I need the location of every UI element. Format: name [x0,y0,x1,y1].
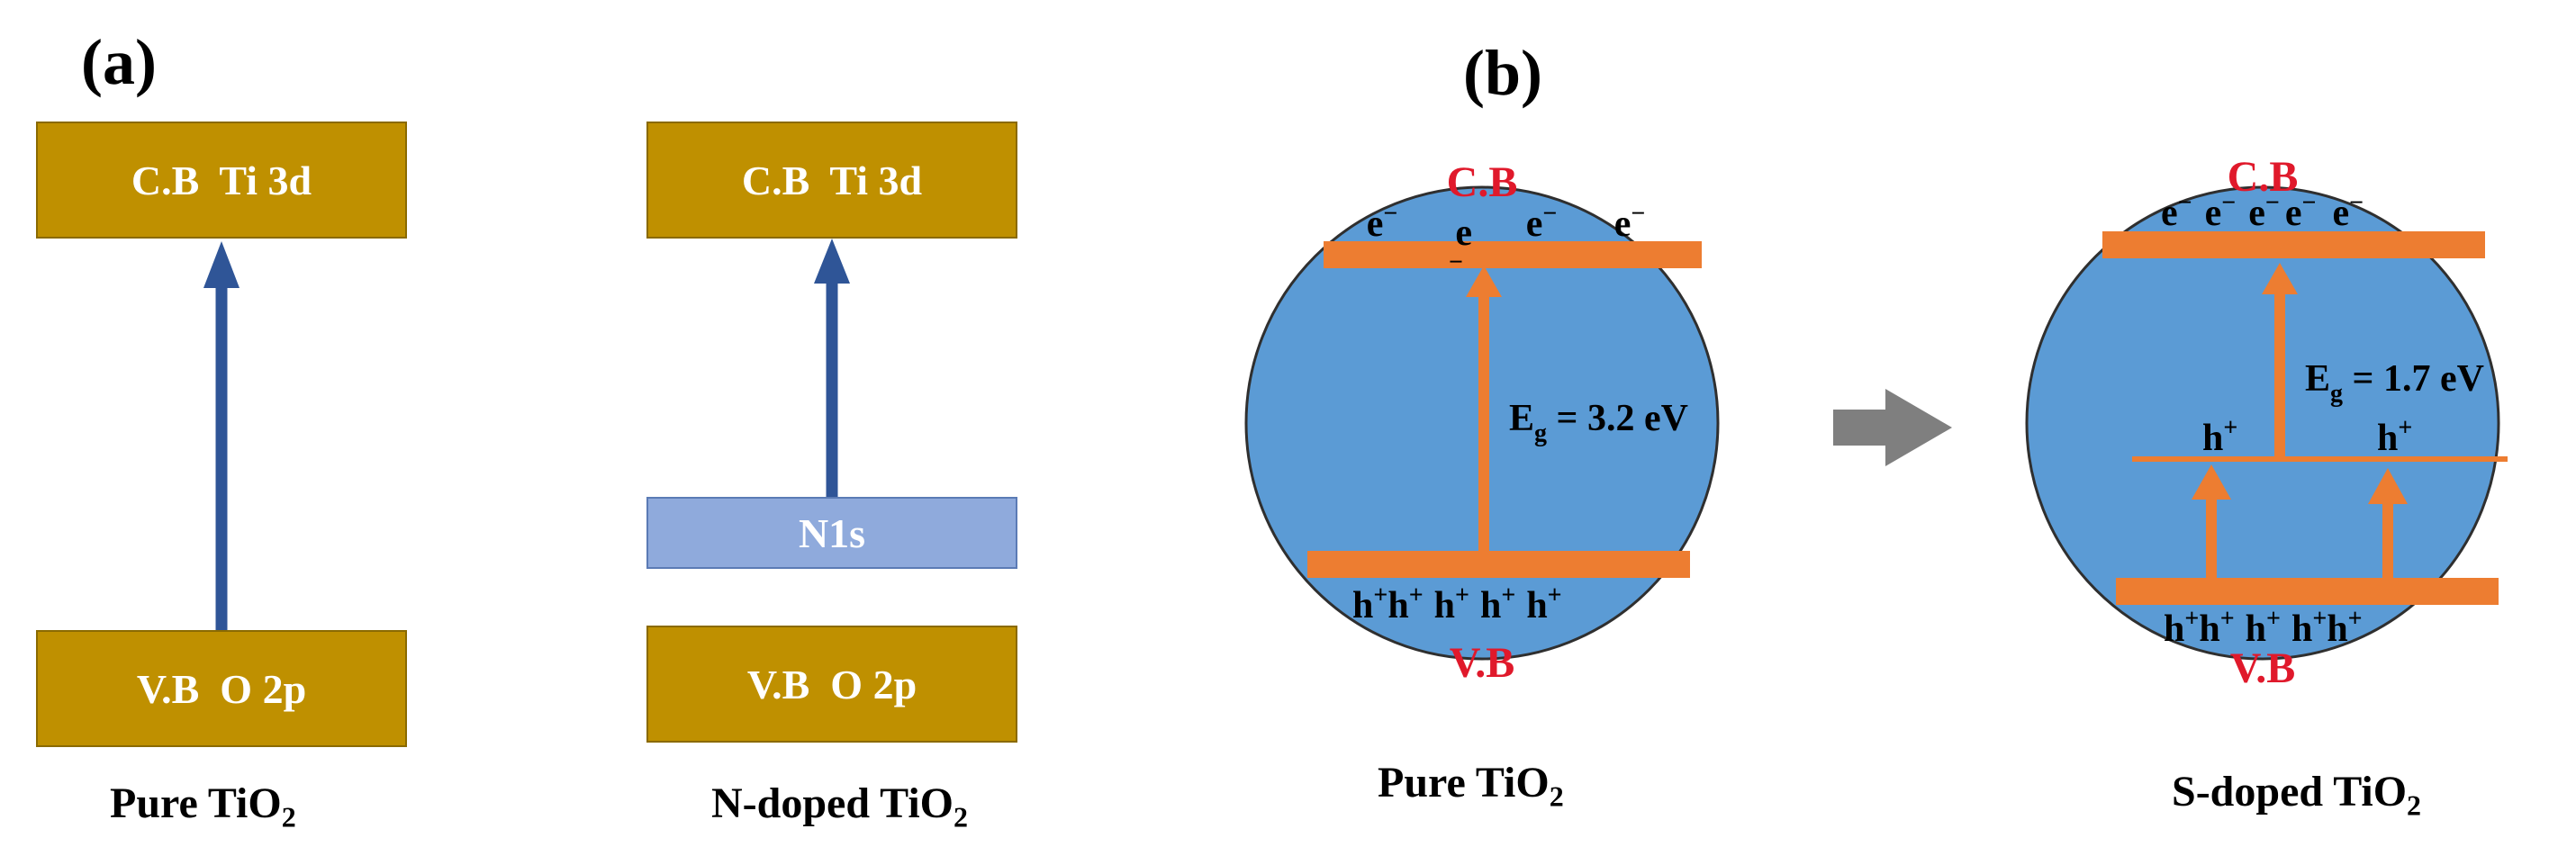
sdoped-band-circle: C.B e−e−e−e−e− Eg = 1.7 eV h+ h+ h+h+h+h… [2025,153,2508,692]
mid-hole: h+ [2202,414,2237,459]
sdoped-cb-level [2102,231,2485,258]
pure-cb-level [1324,241,1702,268]
pure-holes: h+h+h+h+h+ [1352,581,1562,626]
panel-a-label: (a) [81,26,157,98]
panel-a-arrows [203,239,850,630]
pure-cb-band: C.B Ti 3d [36,122,407,239]
pure-excitation-arrow [203,241,240,630]
sdoped-cb-label: C.B [2228,153,2299,201]
sdoped-caption-b: S-doped TiO2 [2172,768,2422,822]
electron: e− [1614,200,1646,245]
electron: e− [1367,200,1398,245]
sdoped-electrons: e−e−e−e−e− [2161,189,2364,234]
sdoped-gap-arrow [2262,263,2298,457]
pure-caption-a: Pure TiO2 [110,779,296,833]
pure-band-circle: C.B e− e− e− e− Eg = 3.2 eV h+h+h+h+h+ V… [1244,158,1720,687]
pure-band-gap-label: Eg = 3.2 eV [1509,398,1688,447]
n1s-band: N1s [646,497,1017,569]
ndoped-cb-band: C.B Ti 3d [646,122,1017,239]
sdoped-vb-label: V.B [2230,644,2296,692]
panel-b-label: (b) [1463,37,1542,109]
ndoped-caption-a: N-doped TiO2 [711,779,968,833]
mid-hole: h+ [2377,414,2412,459]
electron: e− [1526,200,1558,245]
sdoped-mid-level [2132,456,2508,462]
ndoped-vb-band: V.B O 2p [646,626,1017,743]
ndoped-excitation-arrow [814,239,850,497]
pure-vb-level [1307,551,1690,578]
pure-cb-label: C.B [1447,158,1518,206]
pure-gap-arrow [1466,266,1502,551]
pure-electrons: e− e− e− e− [1367,200,1646,276]
sdoped-vb-level [2116,578,2499,605]
pure-vb-label: V.B [1450,639,1515,687]
transition-arrow [1833,389,1952,466]
vb-to-mid-arrow-right [2368,468,2408,579]
pure-caption-b: Pure TiO2 [1378,759,1564,813]
pure-vb-band: V.B O 2p [36,630,407,747]
sdoped-band-gap-label: Eg = 1.7 eV [2305,358,2484,408]
electron: e− [1449,212,1472,276]
vb-to-mid-arrow-left [2192,464,2231,579]
sdoped-holes: h+h+h+h+h+ [2164,605,2363,650]
